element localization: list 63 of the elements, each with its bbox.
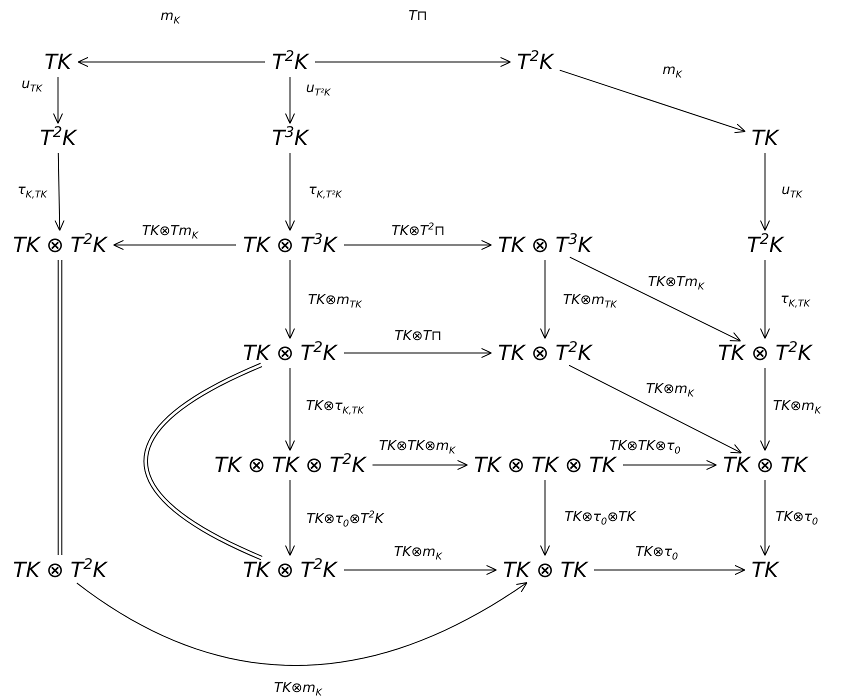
arrow — [285, 480, 295, 556]
arrow — [594, 565, 746, 575]
edge-label: TK⊗Tm$_{K}$ — [648, 274, 704, 290]
edge-label: TK⊗Tm$_{K}$ — [142, 223, 198, 239]
edge-label: TK⊗m$_{K}$ — [394, 544, 442, 560]
arrow — [540, 480, 550, 556]
edge-label: TK⊗τ$_{0}$⊗T$^{2}$K — [306, 511, 384, 527]
edge-label: TK⊗τ$_{K,TK}$ — [306, 398, 364, 414]
math-expression: TK ⊗ T$^{2}$K — [241, 558, 339, 582]
math-expression: TK — [42, 50, 74, 74]
math-expression: TK ⊗ TK — [721, 453, 810, 477]
math-expression: TK ⊗ TK ⊗ T$^{2}$K — [212, 453, 368, 477]
arrow — [314, 57, 511, 67]
math-expression: TK — [750, 126, 780, 150]
arrow — [559, 70, 746, 134]
arrow — [760, 260, 770, 339]
edge-label: TK⊗m$_{K}$ — [773, 398, 821, 414]
math-expression: TK ⊗ T$^{2}$K — [241, 341, 339, 365]
edge-label: TK⊗m$_{TK}$ — [308, 292, 362, 308]
arrow — [76, 582, 528, 666]
math-expression: TK ⊗ T$^{3}$K — [241, 233, 339, 257]
equality-double-line — [58, 260, 62, 556]
math-expression: T$^{2}$K — [515, 50, 555, 74]
arrow — [113, 240, 236, 250]
arrow — [78, 57, 266, 67]
math-expression: TK ⊗ T$^{2}$K — [11, 558, 109, 582]
arrow — [760, 368, 770, 451]
edge-label: TK⊗m$_{K}$ — [274, 680, 322, 696]
arrow — [344, 565, 497, 575]
math-expression: TK ⊗ T$^{3}$K — [496, 233, 594, 257]
arrow — [285, 76, 295, 124]
edge-label: TK⊗τ$_{0}$ — [636, 544, 678, 560]
math-expression: TK ⊗ T$^{2}$K — [11, 233, 109, 257]
math-expression: TK ⊗ TK ⊗ TK — [472, 453, 618, 477]
arrow — [54, 152, 65, 231]
math-expression: TK ⊗ TK — [501, 558, 590, 582]
math-expression: TK ⊗ T$^{2}$K — [716, 341, 814, 365]
arrow — [568, 364, 742, 454]
arrow — [53, 76, 63, 124]
math-expression: T$^{2}$K — [38, 126, 78, 150]
math-expression: TK — [750, 558, 780, 582]
edge-label: TK⊗TK⊗τ$_{0}$ — [610, 438, 680, 454]
math-expression: TK ⊗ T$^{2}$K — [496, 341, 594, 365]
arrow — [344, 348, 492, 358]
math-expression: T$^{2}$K — [270, 50, 310, 74]
edge-label: TK⊗TK⊗m$_{K}$ — [379, 438, 456, 454]
arrow — [622, 460, 717, 470]
arrow — [285, 152, 295, 231]
edge-label: TK⊗τ$_{0}$⊗TK — [564, 509, 636, 525]
edge-label: TK⊗τ$_{0}$ — [776, 509, 818, 525]
math-expression: T$^{3}$K — [270, 126, 310, 150]
arrow — [569, 256, 742, 342]
edge-label: TK⊗m$_{K}$ — [646, 381, 694, 397]
arrow — [285, 368, 295, 451]
arrow — [285, 260, 295, 339]
edge-label: TK⊗m$_{TK}$ — [563, 292, 617, 308]
arrow — [372, 460, 468, 470]
math-expression: T$^{2}$K — [745, 233, 785, 257]
arrow — [540, 260, 550, 339]
equality-double-line — [143, 362, 263, 560]
arrow — [344, 240, 492, 250]
arrow — [760, 480, 770, 556]
arrow — [760, 152, 770, 231]
